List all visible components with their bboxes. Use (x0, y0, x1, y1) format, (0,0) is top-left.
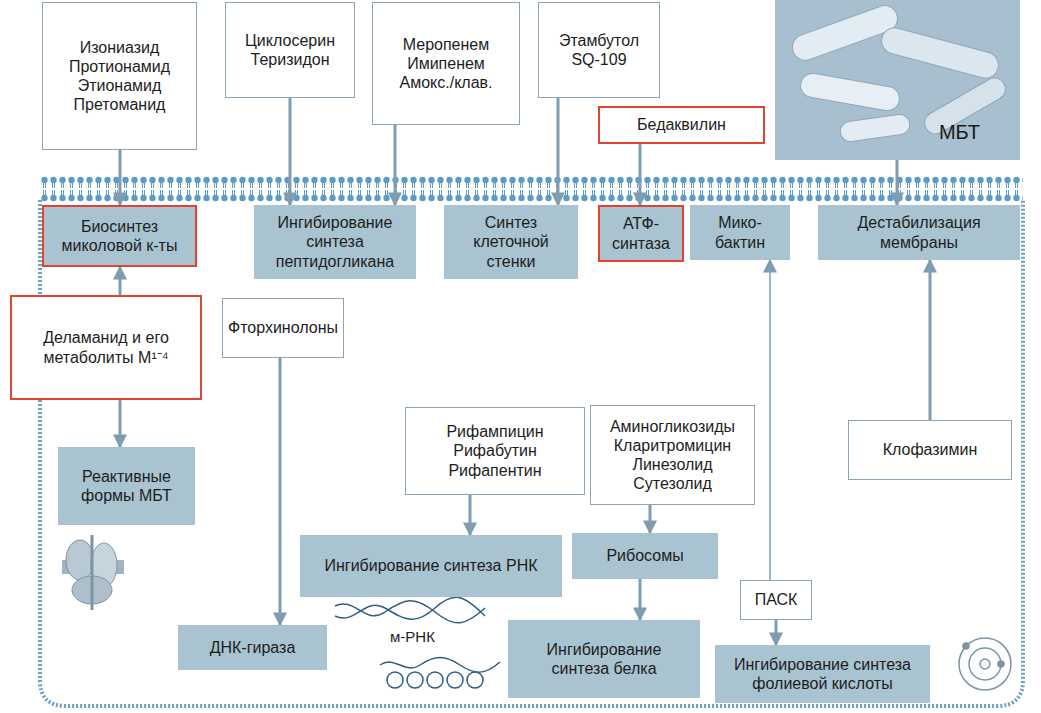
connector-arrow (289, 98, 292, 205)
node-text: Этамбутол SQ-109 (547, 31, 651, 69)
drug-box: Клофазимин (848, 420, 1012, 480)
node-text: Дестабилизация мембраны (827, 213, 1011, 251)
connector-arrow (469, 495, 472, 535)
node-text: Рибосомы (606, 546, 683, 565)
connector-arrow (649, 505, 652, 533)
connector-arrow (119, 150, 122, 205)
node-text: Рифампицин Рифабутин Рифапентин (414, 422, 576, 480)
node-text: Мико- бактин (699, 213, 781, 251)
connector-arrow (639, 579, 642, 620)
node-text: Циклосерин Теризидон (234, 31, 346, 69)
bacteria-photo-label: МБТ (775, 0, 1020, 160)
target-box: Синтез клеточной стенки (444, 205, 578, 279)
node-text: МБТ (939, 120, 980, 144)
connector-arrow (394, 125, 397, 205)
target-box: Реактивные формы МБТ (58, 447, 195, 525)
drug-box: ПАСК (740, 580, 812, 620)
connector-arrow (119, 400, 122, 447)
connector-arrow (279, 358, 282, 625)
node-text: Изониазид Протионамид Этионамид Претоман… (51, 38, 188, 115)
node-text: Клофазимин (883, 440, 978, 459)
drug-box: Этамбутол SQ-109 (538, 2, 660, 98)
target-box: Биосинтез миколовой к-ты (42, 205, 197, 267)
atom-icon (959, 638, 1011, 690)
dna-helix (335, 597, 485, 623)
drug-box: Циклосерин Теризидон (225, 2, 355, 98)
drug-box: Фторхинолоны (222, 298, 344, 358)
node-text: Ингибирование синтеза пептидогликана (263, 213, 407, 271)
connector-arrow (775, 620, 778, 645)
target-box: Ингибирование синтеза РНК (300, 535, 562, 597)
node-text: Бедаквилин (637, 115, 726, 134)
target-box: ДНК-гираза (178, 625, 327, 670)
connector-arrow (119, 267, 122, 295)
target-box: Ингибирование синтеза фолиевой кислоты (715, 645, 930, 703)
target-box: Дестабилизация мембраны (818, 205, 1020, 260)
cell-outline (40, 200, 1023, 706)
drug-box: Меропенем Имипенем Амокс./клав. (372, 2, 520, 125)
node-text: Меропенем Имипенем Амокс./клав. (381, 35, 511, 93)
membrane (40, 176, 1023, 202)
illustration-label: м-РНК (388, 628, 437, 645)
connector-arrow (896, 160, 899, 205)
node-text: Ингибирование синтеза фолиевой кислоты (724, 655, 921, 693)
node-text: Фторхинолоны (228, 318, 338, 337)
protein-icon (62, 535, 124, 610)
node-text: Реактивные формы МБТ (67, 467, 186, 505)
target-box: Мико- бактин (690, 205, 790, 260)
target-box: Ингибирование синтеза белка (508, 620, 700, 698)
node-text: Аминогликозиды Кларитромицин Линезолид С… (599, 417, 746, 494)
connector-arrow (557, 98, 560, 205)
drug-box: Изониазид Протионамид Этионамид Претоман… (42, 2, 197, 150)
mrna-ribosomes (380, 658, 500, 689)
node-text: АТФ- синтаза (608, 214, 674, 252)
node-text: Синтез клеточной стенки (453, 213, 569, 271)
drug-box: Деламанид и его метаболиты М¹⁻⁴ (10, 295, 202, 400)
connector-arrow (769, 260, 771, 580)
node-text: ПАСК (755, 590, 798, 609)
node-text: Ингибирование синтеза белка (517, 640, 691, 678)
target-box: Рибосомы (572, 533, 718, 579)
connector-arrow (639, 144, 642, 205)
node-text: Биосинтез миколовой к-ты (52, 217, 187, 255)
connector-arrow (929, 260, 932, 420)
drug-box: Бедаквилин (598, 106, 765, 144)
drug-box: Рифампицин Рифабутин Рифапентин (405, 407, 585, 495)
target-box: АТФ- синтаза (598, 205, 684, 262)
drug-box: Аминогликозиды Кларитромицин Линезолид С… (590, 405, 755, 505)
node-text: Ингибирование синтеза РНК (324, 556, 537, 575)
bacteria-photo (775, 0, 1020, 160)
target-box: Ингибирование синтеза пептидогликана (254, 205, 416, 279)
node-text: Деламанид и его метаболиты М¹⁻⁴ (20, 328, 192, 366)
node-text: ДНК-гираза (210, 638, 296, 657)
